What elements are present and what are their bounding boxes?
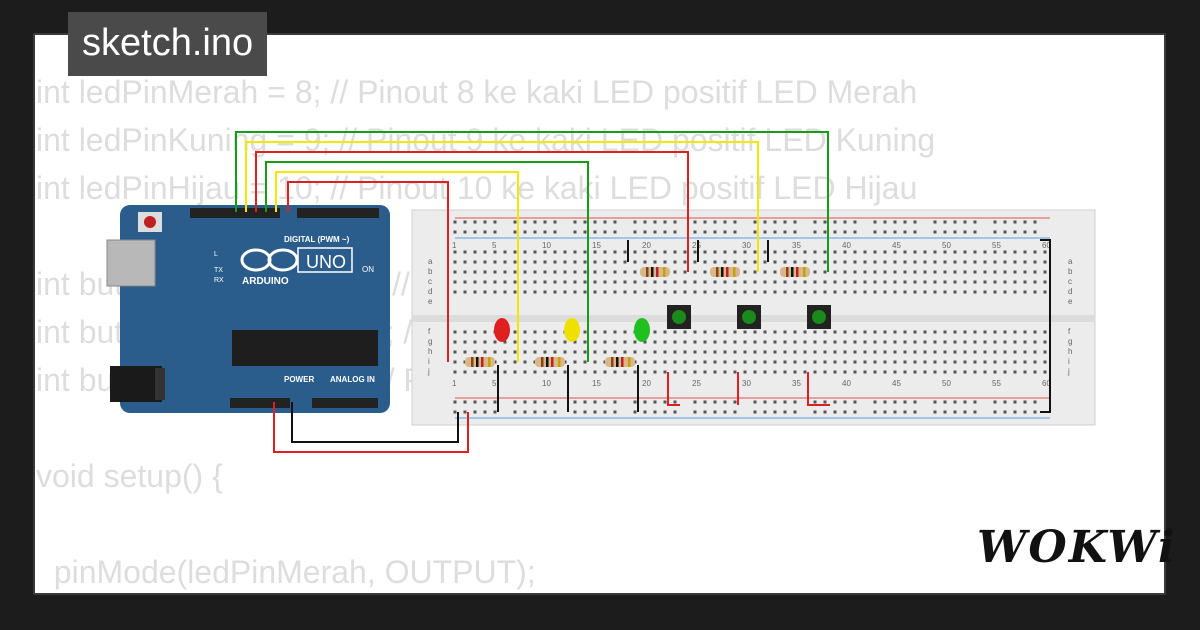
column-number: 55 xyxy=(992,241,1001,250)
row-letter: a xyxy=(1068,257,1073,266)
column-number: 50 xyxy=(942,241,951,250)
arduino-brand-label: ARDUINO xyxy=(242,276,289,287)
column-number: 10 xyxy=(542,379,551,388)
column-number: 40 xyxy=(842,241,851,250)
column-number: 20 xyxy=(642,241,651,250)
row-letter: g xyxy=(428,337,432,346)
column-number: 35 xyxy=(792,241,801,250)
analog-label: ANALOG IN xyxy=(330,375,375,384)
code-line: void setup() { xyxy=(36,458,223,494)
row-letter: e xyxy=(1068,297,1073,306)
column-number: 5 xyxy=(492,241,497,250)
column-number: 15 xyxy=(592,241,601,250)
row-letter: b xyxy=(428,267,433,276)
row-letter: f xyxy=(1068,327,1071,336)
column-number: 60 xyxy=(1042,379,1051,388)
power-label: POWER xyxy=(284,375,314,384)
row-letter: c xyxy=(428,277,432,286)
led-red xyxy=(494,318,510,342)
column-number: 1 xyxy=(452,241,457,250)
led-yellow xyxy=(564,318,580,342)
l-label: L xyxy=(214,251,218,258)
row-letter: g xyxy=(1068,337,1072,346)
column-number: 25 xyxy=(692,241,701,250)
file-title: sketch.ino xyxy=(68,12,268,76)
push-buttons xyxy=(667,305,831,329)
row-letter: d xyxy=(1068,287,1072,296)
column-number: 50 xyxy=(942,379,951,388)
led-green xyxy=(634,318,650,342)
column-number: 30 xyxy=(742,241,751,250)
wires xyxy=(235,131,1051,453)
leds xyxy=(494,318,650,342)
column-number: 20 xyxy=(642,379,651,388)
resistor xyxy=(605,357,635,367)
row-letter: i xyxy=(1068,357,1070,366)
row-letter: i xyxy=(428,357,430,366)
resistor xyxy=(780,267,810,277)
resistor xyxy=(710,267,740,277)
row-letter: f xyxy=(428,327,431,336)
arduino-model-label: UNO xyxy=(306,252,346,272)
column-number: 60 xyxy=(1042,241,1051,250)
row-letter: a xyxy=(428,257,433,266)
column-number: 5 xyxy=(492,379,497,388)
column-number: 45 xyxy=(892,379,901,388)
column-number: 15 xyxy=(592,379,601,388)
column-number: 25 xyxy=(692,379,701,388)
wokwi-logo: WOKWi xyxy=(977,522,1177,573)
row-letter: b xyxy=(1068,267,1073,276)
column-number: 40 xyxy=(842,379,851,388)
row-letter: j xyxy=(427,367,430,376)
code-line: pinMode(ledPinMerah, OUTPUT); xyxy=(36,554,536,590)
resistor xyxy=(640,267,670,277)
column-number: 55 xyxy=(992,379,1001,388)
arduino-uno: UNO ARDUINO ON DIGITAL (PWM ~) POWER ANA… xyxy=(106,205,390,413)
digital-label: DIGITAL (PWM ~) xyxy=(284,235,350,244)
row-letter: j xyxy=(1067,367,1070,376)
column-number: 1 xyxy=(452,379,457,388)
column-number: 35 xyxy=(792,379,801,388)
on-label: ON xyxy=(362,265,374,274)
code-line: int ledPinHijau = 10; // Pinout 10 ke ka… xyxy=(36,170,918,206)
column-number: 10 xyxy=(542,241,551,250)
row-letter: h xyxy=(428,347,432,356)
tx-label: TX xyxy=(214,267,223,274)
column-number: 45 xyxy=(892,241,901,250)
resistor xyxy=(535,357,565,367)
code-line: int ledPinMerah = 8; // Pinout 8 ke kaki… xyxy=(36,74,918,110)
row-letter: d xyxy=(428,287,432,296)
column-number: 30 xyxy=(742,379,751,388)
resistor xyxy=(465,357,495,367)
resistors xyxy=(465,267,810,367)
rx-label: RX xyxy=(214,277,224,284)
row-letter: e xyxy=(428,297,433,306)
row-letter: h xyxy=(1068,347,1072,356)
row-letter: c xyxy=(1068,277,1072,286)
